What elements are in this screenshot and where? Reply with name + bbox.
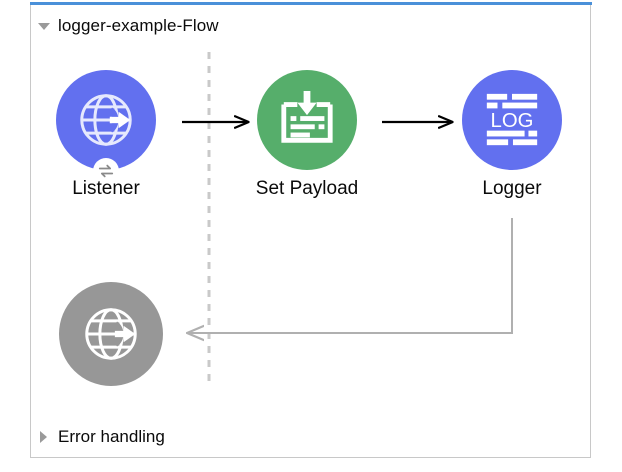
node-circle-logger[interactable]: LOG <box>462 70 562 170</box>
node-circle-error-listener[interactable] <box>59 282 163 386</box>
node-label-logger: Logger <box>482 178 542 199</box>
flow-group-header[interactable]: logger-example-Flow <box>36 14 219 38</box>
node-label-set-payload: Set Payload <box>255 178 359 199</box>
node-label-listener: Listener <box>72 178 140 199</box>
triangle-right-icon[interactable] <box>36 429 52 445</box>
node-circle-set-payload[interactable] <box>257 70 357 170</box>
triangle-down-icon[interactable] <box>36 18 52 34</box>
error-handling-header[interactable]: Error handling <box>36 425 165 449</box>
log-glyph-text: LOG <box>491 110 534 132</box>
document-download-icon <box>281 91 333 143</box>
exchange-arrows-icon <box>98 164 114 178</box>
log-lines-icon: LOG <box>486 93 538 146</box>
globe-arrow-icon <box>85 308 137 360</box>
globe-arrow-icon <box>80 94 132 146</box>
node-badge-listener <box>93 158 119 184</box>
error-handling-title: Error handling <box>58 427 165 446</box>
flow-title: logger-example-Flow <box>58 16 219 35</box>
canvas-top-accent-bar <box>30 2 592 5</box>
node-circle-listener[interactable] <box>56 70 156 170</box>
